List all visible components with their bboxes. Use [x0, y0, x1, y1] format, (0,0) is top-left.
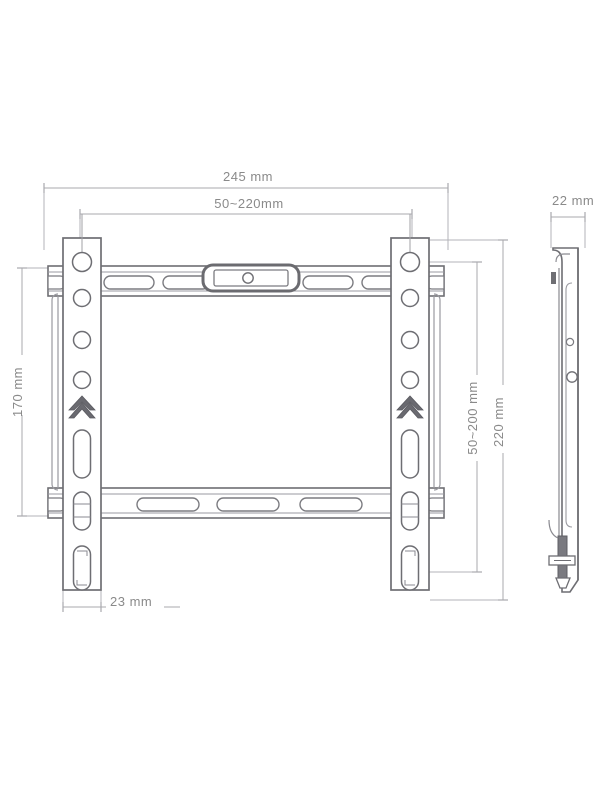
- bubble-level-bubble: [242, 272, 254, 284]
- right-mounting-arm: [390, 214, 430, 591]
- dimension-label-plate-height: 170 mm: [10, 367, 25, 417]
- side-view-hole-small: [565, 337, 575, 347]
- dimension-label-pattern-width: 50~220mm: [214, 196, 283, 211]
- left-mounting-arm: [62, 214, 102, 591]
- left-arm-hole-4: [72, 370, 92, 390]
- left-arm-slot-main: [72, 429, 92, 479]
- side-view-hook-assembly: [548, 519, 576, 589]
- dimension-label-overall-width: 245 mm: [223, 169, 273, 184]
- left-arm-hole-1: [71, 251, 93, 273]
- side-view-top-flange: [555, 253, 570, 263]
- top-rail: [47, 263, 445, 297]
- dimension-label-depth: 22 mm: [552, 193, 594, 208]
- right-arm-slot-segmented: [400, 491, 420, 531]
- bottom-rail-slot-3: [299, 497, 363, 512]
- dimension-right-arm-height: 220 mm: [430, 239, 511, 601]
- dimension-top-overall: 245 mm: [43, 168, 449, 250]
- left-arm-hole-2: [72, 288, 92, 308]
- dimension-label-arm-width: 23 mm: [110, 594, 152, 609]
- bottom-rail-slot-1: [136, 497, 200, 512]
- up-arrow-icon: [68, 395, 96, 419]
- left-arm-hole-3: [72, 330, 92, 350]
- up-arrow-icon-right: [396, 395, 424, 419]
- dimension-left-plate-height: 170 mm: [10, 267, 72, 517]
- side-view-tab: [551, 272, 556, 284]
- bubble-level: [201, 263, 301, 293]
- frame-inner-uprights: [51, 293, 441, 491]
- right-arm-hole-4: [400, 370, 420, 390]
- dimension-label-pattern-height: 50~200 mm: [465, 381, 480, 455]
- right-arm-hole-3: [400, 330, 420, 350]
- dimension-label-arm-height: 220 mm: [491, 397, 506, 447]
- top-rail-slot-1: [103, 275, 155, 290]
- dimension-top-pattern: 50~220mm: [79, 195, 413, 262]
- right-arm-hole-1: [399, 251, 421, 273]
- bottom-rail-slot-2: [216, 497, 280, 512]
- side-view-hole-large: [566, 371, 578, 383]
- right-arm-hole-2: [400, 288, 420, 308]
- left-arm-slot-segmented: [72, 491, 92, 531]
- side-view-hook-tip: [555, 577, 571, 589]
- right-arm-slot-bottom: [400, 545, 420, 591]
- left-arm-slot-bottom: [72, 545, 92, 591]
- bottom-rail: [47, 487, 445, 519]
- side-view: [548, 247, 579, 593]
- right-arm-slot-main: [400, 429, 420, 479]
- front-view: [47, 214, 445, 591]
- top-rail-slot-3: [302, 275, 354, 290]
- dimension-side-depth: 22 mm: [545, 192, 597, 248]
- dimension-bottom-arm-width: 23 mm: [62, 585, 180, 612]
